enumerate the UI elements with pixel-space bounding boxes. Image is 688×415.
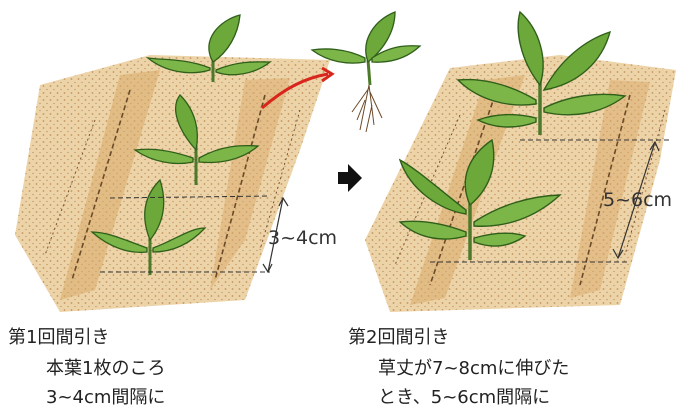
stage2-line1: 草丈が7~8cmに伸びた [378, 357, 569, 381]
progress-arrow-icon [338, 164, 362, 192]
stage1-line2: 3~4cm間隔に [46, 386, 165, 410]
stage2-line2: とき、5~6cm間隔に [378, 386, 550, 410]
spacing-label-right: 5~6cm [603, 189, 672, 211]
stage1-line1: 本葉1枚のころ [46, 357, 165, 381]
stage1-title: 第1回間引き [8, 326, 109, 350]
spacing-label-left: 3~4cm [268, 227, 337, 249]
stage2-title: 第2回間引き [348, 326, 449, 350]
